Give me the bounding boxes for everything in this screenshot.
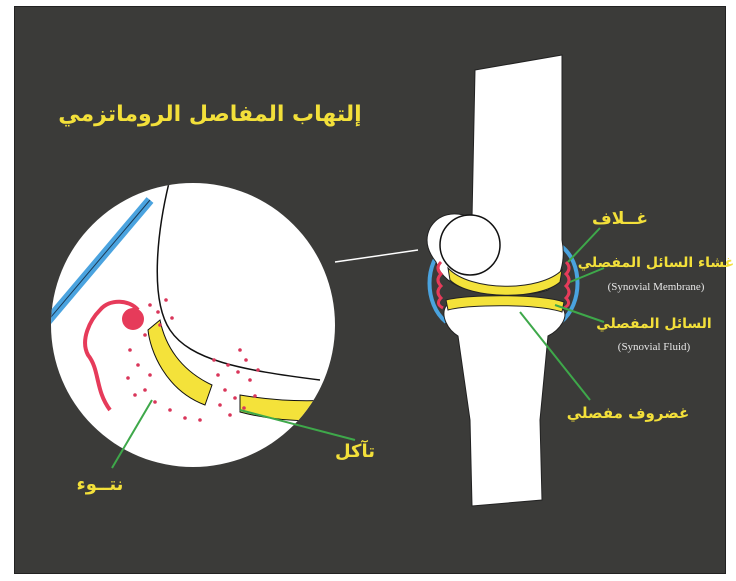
patella bbox=[440, 215, 500, 275]
label-synovial-fluid: السائل المفصلي bbox=[596, 316, 711, 332]
label-erosion: تآكل bbox=[335, 439, 375, 462]
label-capsule: غــلاف bbox=[592, 209, 648, 229]
synovial-membrane-right bbox=[564, 262, 569, 308]
label-synovial-membrane-en: (Synovial Membrane) bbox=[608, 281, 705, 293]
magnifier-connector bbox=[335, 250, 418, 262]
label-synovial-fluid-en: (Synovial Fluid) bbox=[618, 341, 691, 353]
knee-joint bbox=[335, 55, 578, 506]
diagram-title: إلتهاب المفاصل الروماتزمي bbox=[58, 102, 361, 127]
pannus-node bbox=[122, 308, 144, 330]
lower-bone bbox=[444, 302, 565, 506]
magnified-view bbox=[40, 160, 355, 468]
label-protrusion: نتــوء bbox=[77, 474, 124, 495]
label-cartilage: غضروف مفصلي bbox=[567, 404, 690, 422]
label-synovial-membrane: غشاء السائل المفصلي bbox=[578, 255, 734, 271]
